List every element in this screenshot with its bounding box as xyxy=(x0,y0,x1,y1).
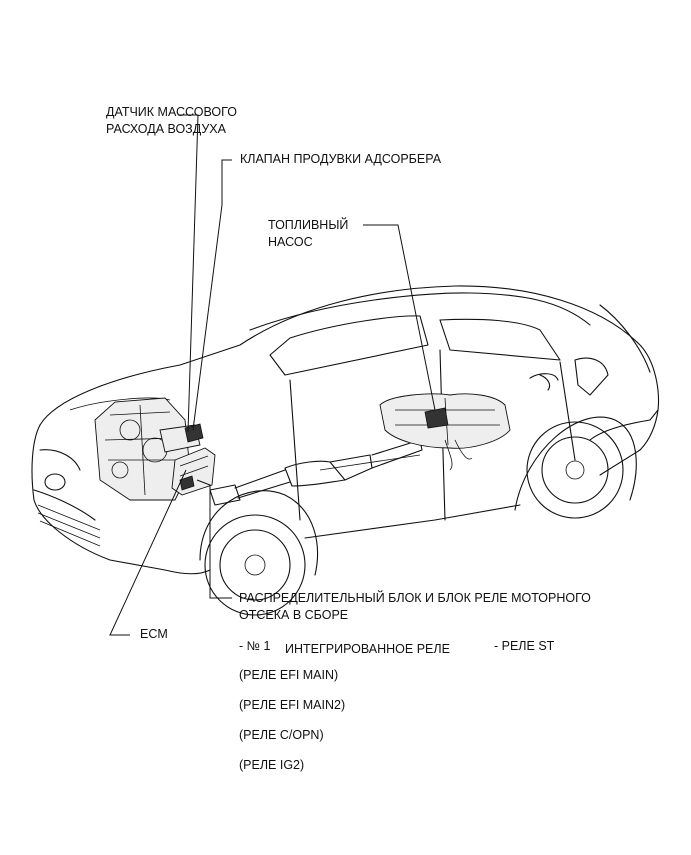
relay-no1-label: - № 1 xyxy=(239,639,271,653)
st-relay-label: - РЕЛЕ ST xyxy=(494,639,555,653)
ig2-relay-label: (РЕЛЕ IG2) xyxy=(239,758,305,772)
ecm-label: ECM xyxy=(140,627,168,641)
efi-main-relay-label: (РЕЛЕ EFI MAIN) xyxy=(239,668,339,682)
rear-wheel xyxy=(514,416,637,519)
fuel-pump-label: ТОПЛИВНЫЙ НАСОС xyxy=(268,217,348,251)
efi-main2-relay-label: (РЕЛЕ EFI MAIN2) xyxy=(239,698,346,712)
relay-block-label-line2: ОТСЕКА В СБОРЕ xyxy=(239,608,349,622)
fuel-tank xyxy=(379,393,511,471)
maf-sensor-label: ДАТЧИК МАССОВОГО РАСХОДА ВОЗДУХА xyxy=(106,104,237,138)
c-opn-relay-label: (РЕЛЕ C/OPN) xyxy=(239,728,324,742)
front-wheel xyxy=(199,490,318,616)
fuel-pump-label-line2: НАСОС xyxy=(268,235,313,249)
leader-lines xyxy=(109,114,436,636)
maf-sensor-label-line1: ДАТЧИК МАССОВОГО xyxy=(106,105,237,119)
fuel-pump-label-line1: ТОПЛИВНЫЙ xyxy=(268,218,349,232)
purge-valve-label: КЛАПАН ПРОДУВКИ АДСОРБЕРА xyxy=(240,152,442,166)
relay-block-label-line1: РАСПРЕДЕЛИТЕЛЬНЫЙ БЛОК И БЛОК РЕЛЕ МОТОР… xyxy=(239,591,591,605)
integrated-relay-label: ИНТЕГРИРОВАННОЕ РЕЛЕ xyxy=(285,642,450,656)
car-body xyxy=(31,285,659,575)
relay-block-label: РАСПРЕДЕЛИТЕЛЬНЫЙ БЛОК И БЛОК РЕЛЕ МОТОР… xyxy=(239,590,591,624)
maf-sensor-label-line2: РАСХОДА ВОЗДУХА xyxy=(106,122,226,136)
